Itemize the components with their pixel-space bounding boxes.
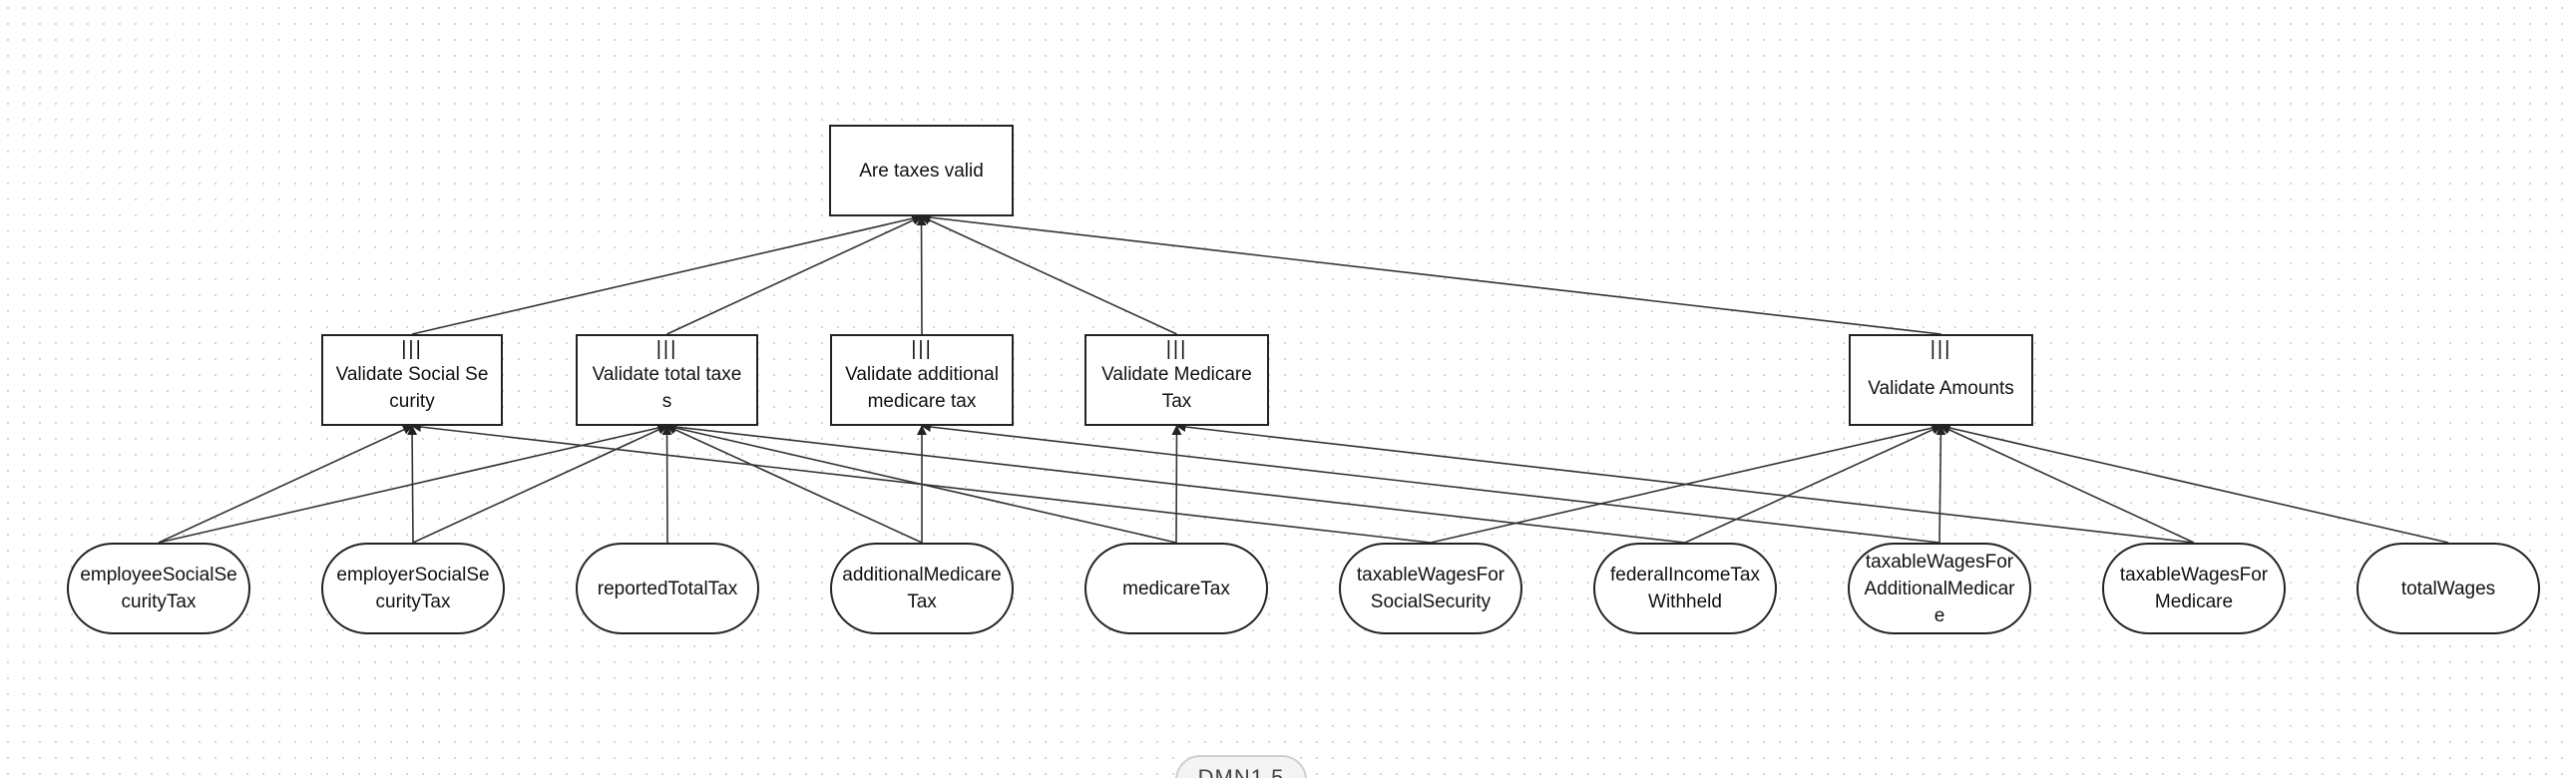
- input-label: taxableWagesForMedicare: [2119, 565, 2269, 612]
- badge-label: DMN1.5: [1197, 765, 1285, 778]
- decision-label: Validate Amounts: [1868, 377, 2014, 399]
- input-label: medicareTax: [1122, 578, 1230, 599]
- input-label: employerSocialSecurityTax: [336, 565, 490, 612]
- input-label: employeeSocialSecurityTax: [80, 565, 237, 612]
- decision-label: Validate total taxes: [592, 364, 742, 412]
- table-marker-icon: |||: [1930, 338, 1952, 360]
- decision-label: Are taxes valid: [859, 160, 984, 182]
- table-marker-icon: |||: [401, 338, 423, 360]
- input-additional-medicare-tax[interactable]: additionalMedicareTax: [830, 543, 1014, 634]
- input-taxable-wages-for-additional-medicare[interactable]: taxableWagesForAdditionalMedicare: [1848, 543, 2031, 634]
- input-label: reportedTotalTax: [597, 578, 738, 599]
- decision-label: Validate Social Security: [335, 364, 489, 412]
- input-taxable-wages-for-medicare[interactable]: taxableWagesForMedicare: [2102, 543, 2286, 634]
- input-label: federalIncomeTaxWithheld: [1610, 565, 1760, 612]
- input-label: totalWages: [2400, 578, 2496, 599]
- decision-label: Validate additional medicare tax: [845, 364, 999, 412]
- decision-validate-social-security[interactable]: ||| Validate Social Security: [321, 334, 503, 426]
- decision-are-taxes-valid[interactable]: Are taxes valid: [829, 125, 1014, 216]
- dmn-version-badge[interactable]: DMN1.5: [1175, 755, 1307, 778]
- input-medicare-tax[interactable]: medicareTax: [1084, 543, 1268, 634]
- table-marker-icon: |||: [911, 338, 933, 360]
- table-marker-icon: |||: [655, 338, 678, 360]
- decision-validate-additional-medicare-tax[interactable]: ||| Validate additional medicare tax: [830, 334, 1014, 426]
- input-employee-social-security-tax[interactable]: employeeSocialSecurityTax: [67, 543, 250, 634]
- input-label: additionalMedicareTax: [842, 565, 1002, 612]
- input-total-wages[interactable]: totalWages: [2357, 543, 2540, 634]
- input-taxable-wages-for-social-security[interactable]: taxableWagesForSocialSecurity: [1339, 543, 1522, 634]
- decision-validate-total-taxes[interactable]: ||| Validate total taxes: [576, 334, 758, 426]
- input-reported-total-tax[interactable]: reportedTotalTax: [576, 543, 759, 634]
- input-employer-social-security-tax[interactable]: employerSocialSecurityTax: [321, 543, 505, 634]
- input-label: taxableWagesForAdditionalMedicare: [1864, 551, 2015, 626]
- decision-label: Validate Medicare Tax: [1101, 364, 1252, 412]
- input-federal-income-tax-withheld[interactable]: federalIncomeTaxWithheld: [1593, 543, 1777, 634]
- decision-validate-medicare-tax[interactable]: ||| Validate Medicare Tax: [1084, 334, 1269, 426]
- table-marker-icon: |||: [1165, 338, 1188, 360]
- decision-validate-amounts[interactable]: ||| Validate Amounts: [1849, 334, 2033, 426]
- input-label: taxableWagesForSocialSecurity: [1356, 565, 1505, 612]
